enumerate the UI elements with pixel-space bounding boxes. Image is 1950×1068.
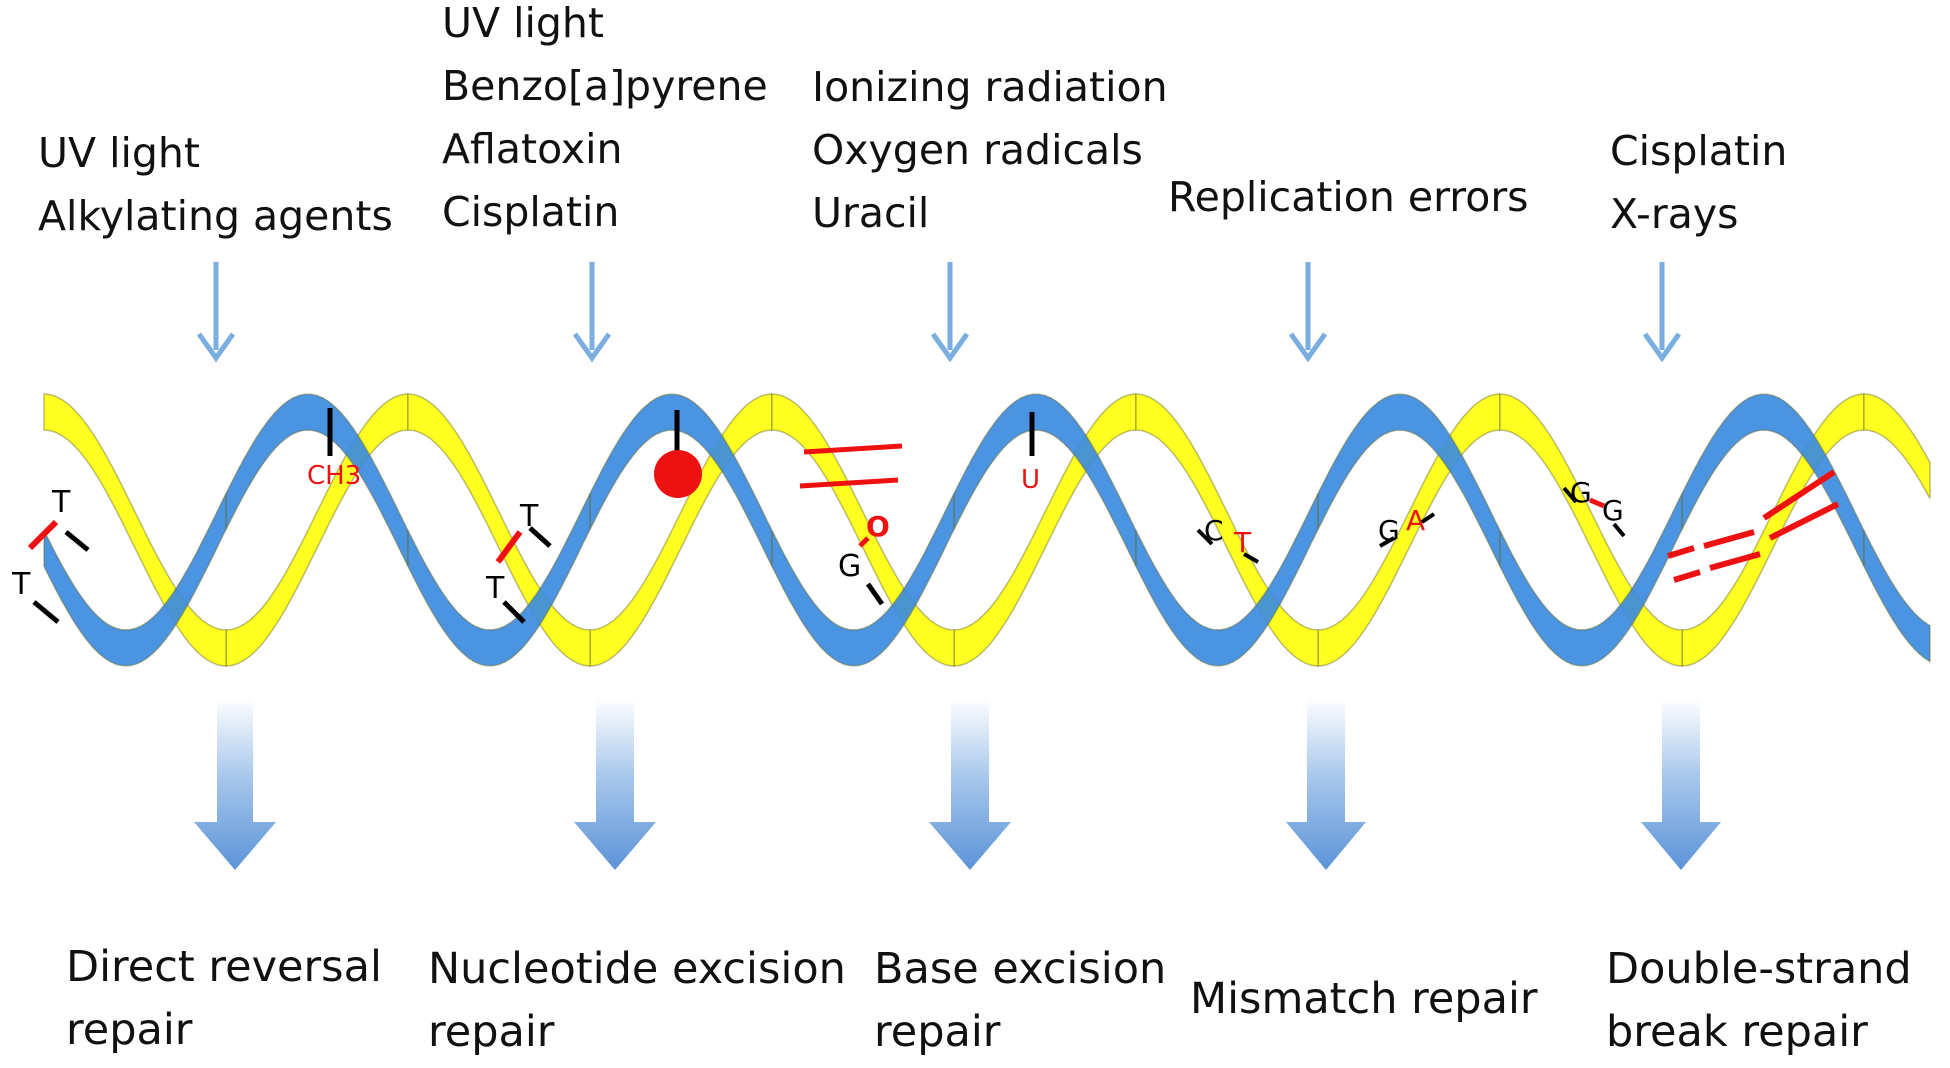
- repair-arrow-2: [574, 698, 656, 870]
- cause-arrow-2: [572, 262, 612, 363]
- cause-arrow-5: [1642, 262, 1682, 363]
- base-label: T: [519, 499, 539, 534]
- methyl-adduct-lesion: CH3: [307, 408, 361, 491]
- crosslink-lesion: G G: [1562, 476, 1626, 538]
- repair-arrow-1: [194, 698, 276, 870]
- cause-label: Ionizing radiation: [812, 63, 1168, 111]
- cause-group-5: Cisplatin X-rays: [1610, 120, 1787, 246]
- repair-label: Base excision: [874, 944, 1167, 994]
- repair-pathway-double-strand-break: Double-strand break repair: [1606, 938, 1912, 1064]
- base-label: C: [1204, 514, 1224, 547]
- repair-pathway-mismatch: Mismatch repair: [1190, 968, 1538, 1031]
- repair-arrows: [194, 698, 1721, 870]
- base-label: G: [1602, 494, 1624, 527]
- dna-strand-yellow-segment: [43, 393, 227, 667]
- dna-strand-blue-segment: [1135, 493, 1319, 667]
- thymine-dimer-lesion: T T: [11, 485, 90, 624]
- cause-label: Cisplatin: [1610, 127, 1788, 175]
- cause-label: Oxygen radicals: [812, 126, 1143, 174]
- mismatch-lesion: C T: [1196, 514, 1259, 564]
- cause-group-3: Ionizing radiation Oxygen radicals Uraci…: [812, 56, 1168, 245]
- dna-strand-blue-segment: [1499, 493, 1683, 667]
- cause-label: Uracil: [812, 189, 930, 237]
- cause-label: Replication errors: [1168, 173, 1529, 221]
- cause-label: UV light: [442, 0, 604, 47]
- repair-label: Nucleotide excision: [428, 944, 846, 994]
- base-label: T: [1233, 526, 1252, 559]
- methyl-label: CH3: [307, 461, 361, 491]
- cause-group-1: UV light Alkylating agents: [38, 122, 393, 248]
- cause-label: UV light: [38, 129, 200, 177]
- cause-arrow-3: [930, 262, 970, 363]
- cause-arrow-1: [196, 262, 236, 363]
- repair-label: repair: [428, 1007, 555, 1057]
- base-label: T: [51, 485, 71, 520]
- dna-helix-front: [43, 393, 1931, 667]
- dna-strand-blue-segment: [1863, 530, 1931, 663]
- dna-strand-yellow-segment: [953, 393, 1137, 667]
- dna-strand-yellow-segment: [407, 393, 591, 667]
- single-strand-break-lesion: [799, 443, 903, 489]
- cause-arrow-4: [1288, 262, 1328, 363]
- cause-label: Aflatoxin: [442, 125, 623, 173]
- dna-strand-yellow-segment: [1863, 393, 1931, 499]
- dna-helix-back: [225, 393, 1931, 667]
- dna-strand-blue-segment: [43, 493, 227, 667]
- cause-label: Cisplatin: [442, 188, 620, 236]
- repair-pathway-nucleotide-excision: Nucleotide excision repair: [428, 938, 846, 1064]
- base-label: T: [485, 571, 505, 606]
- bulky-adduct-lesion: [654, 410, 702, 498]
- base-label: G: [1570, 476, 1592, 509]
- repair-arrow-3: [929, 698, 1011, 870]
- oxo-label: O: [866, 510, 890, 543]
- double-strand-break-lesion: [1667, 469, 1840, 583]
- base-label: G: [838, 549, 861, 584]
- repair-arrow-5: [1641, 698, 1721, 870]
- repair-pathway-direct-reversal: Direct reversal repair: [66, 936, 382, 1062]
- dna-strand-yellow-segment: [771, 393, 955, 667]
- thymine-dimer-lesion: T T: [485, 499, 552, 624]
- dna-strand-blue-segment: [407, 493, 591, 667]
- cause-arrows: [196, 262, 1682, 363]
- cause-group-2: UV light Benzo[a]pyrene Aflatoxin Cispla…: [442, 0, 768, 244]
- uracil-lesion: U: [1021, 412, 1040, 495]
- repair-label: Direct reversal: [66, 942, 382, 992]
- cause-label: Alkylating agents: [38, 192, 393, 240]
- repair-label: Mismatch repair: [1190, 974, 1538, 1024]
- repair-pathway-base-excision: Base excision repair: [874, 938, 1166, 1064]
- cause-group-4: Replication errors: [1168, 166, 1529, 229]
- cause-label: Benzo[a]pyrene: [442, 62, 768, 110]
- dna-strand-yellow-segment: [589, 393, 773, 667]
- repair-label: repair: [66, 1005, 193, 1055]
- oxidized-guanine-lesion: G O: [838, 510, 890, 606]
- dna-strand-yellow-segment: [225, 393, 409, 667]
- base-label: T: [11, 567, 31, 602]
- repair-label: Double-strand: [1606, 944, 1912, 994]
- repair-label: repair: [874, 1007, 1001, 1057]
- uracil-label: U: [1021, 465, 1040, 495]
- dna-strand-yellow-segment: [1681, 393, 1865, 667]
- dna-strand-blue-segment: [771, 493, 955, 667]
- repair-label: break repair: [1606, 1007, 1868, 1057]
- repair-arrow-4: [1286, 698, 1366, 870]
- dna-strand-yellow-segment: [1499, 393, 1683, 667]
- mismatch-lesion: G A: [1378, 504, 1436, 548]
- base-label: A: [1406, 504, 1425, 537]
- cause-label: X-rays: [1610, 190, 1739, 238]
- dna-strand-yellow-segment: [1135, 393, 1319, 667]
